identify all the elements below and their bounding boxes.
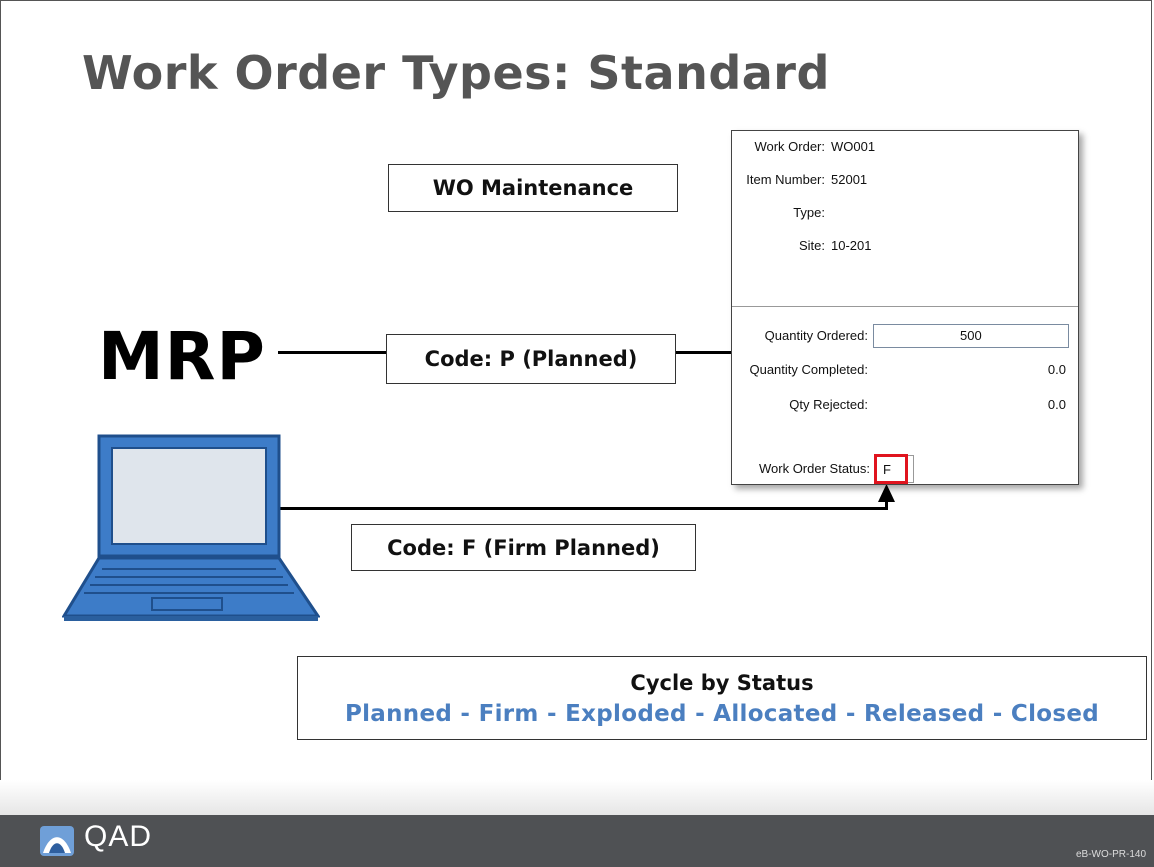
qty-ordered-label: Quantity Ordered: xyxy=(764,328,868,343)
work-order-value[interactable]: WO001 xyxy=(831,139,876,154)
site-value[interactable]: 10-201 xyxy=(831,238,872,253)
code-f-label: Code: F (Firm Planned) xyxy=(351,524,696,571)
status-input[interactable]: F xyxy=(874,454,914,484)
cycle-sequence: Planned - Firm - Exploded - Allocated - … xyxy=(344,701,1100,727)
laptop-connector-line xyxy=(280,507,888,510)
qad-logo-icon xyxy=(40,826,74,856)
arrow-up-icon xyxy=(878,484,895,502)
qty-ordered-input[interactable]: 500 xyxy=(873,324,1069,348)
item-number-value[interactable]: 52001 xyxy=(831,172,868,187)
mrp-connector-line xyxy=(278,351,386,354)
wo-maintenance-form: Work Order: WO001 Item Number: 52001 Typ… xyxy=(731,130,1079,485)
wo-maintenance-label: WO Maintenance xyxy=(388,164,678,212)
status-highlight xyxy=(874,454,908,484)
item-number-label: Item Number: xyxy=(746,172,825,187)
status-value: F xyxy=(883,462,891,477)
code-p-label: Code: P (Planned) xyxy=(386,334,676,384)
laptop-up-line xyxy=(885,497,888,510)
qty-completed-value: 0.0 xyxy=(1047,362,1066,377)
type-label: Type: xyxy=(793,205,825,220)
qad-brand: QAD xyxy=(84,820,153,853)
qty-ordered-value: 500 xyxy=(960,328,982,343)
footer-gradient xyxy=(0,780,1154,815)
site-label: Site: xyxy=(798,238,825,253)
cycle-heading: Cycle by Status xyxy=(630,671,814,695)
qty-completed-label: Quantity Completed: xyxy=(749,362,868,377)
mrp-label: MRP xyxy=(98,318,266,395)
slide-title: Work Order Types: Standard xyxy=(82,46,830,100)
status-label: Work Order Status: xyxy=(758,461,870,476)
slide-code: eB-WO-PR-140 xyxy=(1075,849,1146,860)
slide-frame xyxy=(0,0,1152,815)
qty-rejected-label: Qty Rejected: xyxy=(789,397,868,412)
footer-bar xyxy=(0,815,1154,867)
laptop-icon xyxy=(62,434,320,621)
qty-rejected-value: 0.0 xyxy=(1047,397,1066,412)
work-order-label: Work Order: xyxy=(754,139,825,154)
cycle-by-status-box: Cycle by Status Planned - Firm - Explode… xyxy=(297,656,1147,740)
form-separator xyxy=(732,306,1078,307)
